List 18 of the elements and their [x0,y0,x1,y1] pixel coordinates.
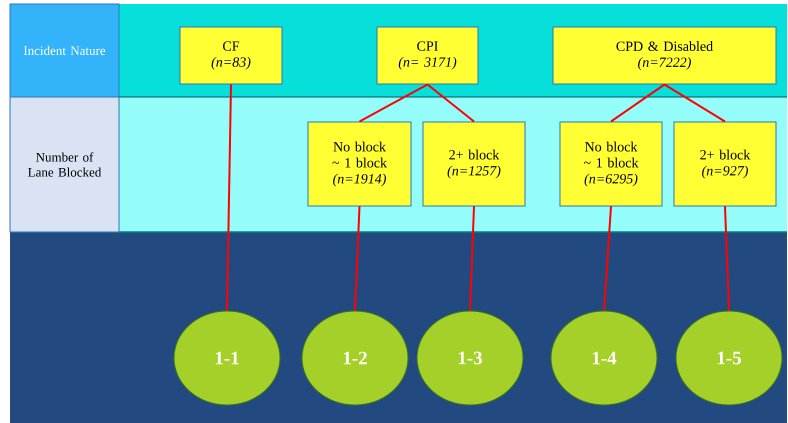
row-header-cell: Number of Lane Blocked [10,96,120,232]
connector-line [469,206,475,311]
category-box: No block ~ 1 block (n=6295) [560,122,662,206]
category-box: CPI (n= 3171) [376,26,478,84]
category-box: No block ~ 1 block (n=1914) [308,122,412,206]
connector-line [603,206,612,311]
connector-line [724,206,730,311]
connector-line [354,206,360,311]
connector-line [226,84,232,310]
connector-line [426,84,475,122]
category-box: CF (n=83) [180,26,282,84]
category-box: 2+ block (n=1257) [422,122,526,206]
connector-line [610,84,666,122]
category-box: 2+ block (n=927) [674,122,776,206]
category-box: CPD & Disabled (n=7222) [552,26,776,84]
connector-line [359,84,428,122]
row-header-cell: Incident Nature [10,4,120,98]
connector-line [664,84,726,122]
